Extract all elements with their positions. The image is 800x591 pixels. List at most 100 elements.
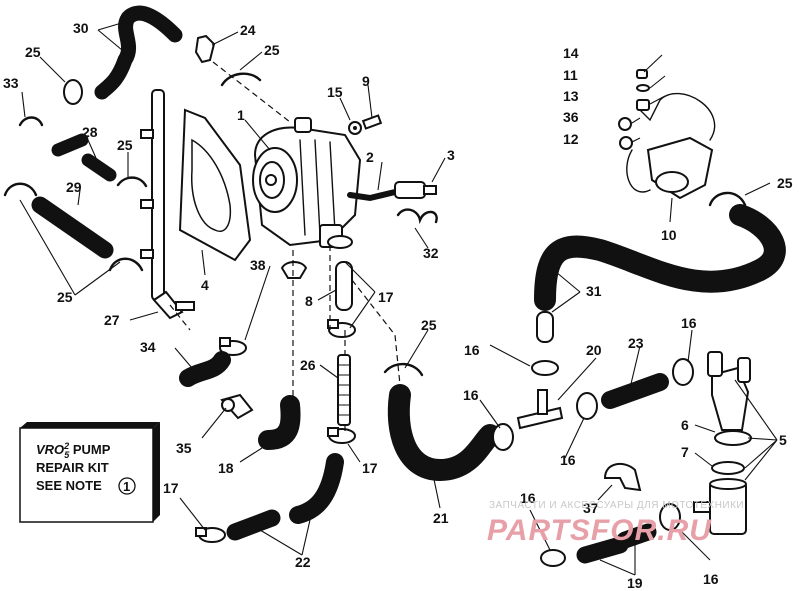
electric-pump-10 bbox=[626, 92, 716, 200]
callout-37: 37 bbox=[583, 500, 599, 516]
washer-11 bbox=[636, 84, 650, 92]
callout-30: 30 bbox=[73, 20, 89, 36]
callout-18: 18 bbox=[218, 460, 234, 476]
clamp-38 bbox=[280, 261, 308, 279]
callout-1: 1 bbox=[237, 107, 245, 123]
callout-20: 20 bbox=[586, 342, 602, 358]
hose-21 bbox=[387, 384, 501, 482]
hose-29 bbox=[31, 196, 114, 259]
callout-29: 29 bbox=[66, 179, 82, 195]
callout-16-e: 16 bbox=[703, 571, 719, 587]
callout-21: 21 bbox=[433, 510, 449, 526]
check-valve-35 bbox=[220, 393, 254, 420]
callout-25-right: 25 bbox=[777, 175, 793, 191]
callout-36: 36 bbox=[563, 109, 579, 125]
clamp-16-c bbox=[576, 392, 598, 420]
clamp-25-center bbox=[383, 362, 424, 377]
callout-17-mid: 17 bbox=[378, 289, 394, 305]
hose-28 bbox=[51, 133, 117, 182]
callout-6: 6 bbox=[681, 417, 689, 433]
callout-15: 15 bbox=[327, 84, 343, 100]
callout-8: 8 bbox=[305, 293, 313, 309]
callout-3: 3 bbox=[447, 147, 455, 163]
hose-23 bbox=[601, 373, 669, 409]
clamp-17-upper bbox=[327, 235, 353, 249]
note-box-side bbox=[153, 422, 160, 522]
fuel-pump-1 bbox=[252, 117, 362, 248]
clamp-17-mid bbox=[327, 319, 356, 338]
callout-11: 11 bbox=[563, 67, 578, 83]
note-line2: REPAIR KIT bbox=[36, 460, 109, 475]
tee-fitting-20 bbox=[516, 389, 564, 430]
callout-19: 19 bbox=[627, 575, 643, 591]
note-line1-suffix: PUMP bbox=[69, 442, 111, 457]
nut-13 bbox=[636, 99, 650, 111]
note-line3: SEE NOTE bbox=[36, 478, 102, 493]
watermark-brand: PARTSFOR.RU bbox=[487, 514, 712, 547]
bracket-4 bbox=[178, 108, 252, 262]
callout-35: 35 bbox=[176, 440, 192, 456]
callout-labels: 30 24 25 25 33 28 25 29 25 27 4 1 15 9 2… bbox=[3, 20, 793, 591]
clamp-33 bbox=[18, 116, 44, 127]
callout-31: 31 bbox=[586, 283, 602, 299]
callout-17-bottom-left: 17 bbox=[163, 480, 179, 496]
clamp-25-top-left bbox=[63, 79, 83, 105]
note-line1-sup: 2 bbox=[63, 441, 69, 451]
callout-27: 27 bbox=[104, 312, 120, 328]
note-number: 1 bbox=[123, 479, 130, 494]
callout-25-top-left: 25 bbox=[25, 44, 41, 60]
callout-25-center: 25 bbox=[421, 317, 437, 333]
callout-22: 22 bbox=[295, 554, 311, 570]
hose-19 bbox=[576, 523, 657, 564]
callout-2: 2 bbox=[366, 149, 374, 165]
callout-26: 26 bbox=[300, 357, 316, 373]
callout-16-a: 16 bbox=[464, 342, 480, 358]
fitting-2 bbox=[347, 189, 398, 202]
callout-16-d: 16 bbox=[681, 315, 697, 331]
callout-34: 34 bbox=[140, 339, 156, 355]
hose-22 bbox=[226, 453, 344, 541]
terminal-12 bbox=[619, 136, 633, 150]
callout-16-b: 16 bbox=[463, 387, 479, 403]
clamp-near-34 bbox=[219, 337, 247, 356]
callout-25-mid-left: 25 bbox=[117, 137, 133, 153]
clip-32 bbox=[396, 208, 438, 225]
callout-16-c: 16 bbox=[560, 452, 576, 468]
washer-15 bbox=[348, 121, 362, 135]
elbow-34 bbox=[179, 351, 231, 387]
connector-3 bbox=[394, 181, 437, 199]
callout-10: 10 bbox=[661, 227, 677, 243]
callout-28: 28 bbox=[82, 124, 98, 140]
callout-17-lower: 17 bbox=[362, 460, 378, 476]
fuel-manifold-27 bbox=[140, 89, 195, 320]
clamp-25-mid-left bbox=[116, 176, 148, 188]
callout-25-top-center: 25 bbox=[264, 42, 280, 58]
leader-lines bbox=[19, 21, 778, 576]
callout-32: 32 bbox=[423, 245, 439, 261]
fuel-filter-5 bbox=[693, 351, 752, 535]
watermark: ЗАПЧАСТИ И АКСЕССУАРЫ ДЛЯ МОТОТЕХНИКИ PA… bbox=[487, 500, 744, 547]
hose-8 bbox=[335, 261, 353, 311]
clip-37 bbox=[603, 462, 642, 492]
callout-5: 5 bbox=[779, 432, 787, 448]
clamp-16-d bbox=[672, 358, 694, 386]
hose-18 bbox=[258, 395, 301, 450]
note-line1-prefix: VRO bbox=[36, 442, 64, 457]
callout-12: 12 bbox=[563, 131, 579, 147]
callout-23: 23 bbox=[628, 335, 644, 351]
callout-9: 9 bbox=[362, 73, 370, 89]
clamp-16-b bbox=[492, 423, 514, 451]
clamp-25-left-a bbox=[3, 182, 38, 197]
callout-4: 4 bbox=[201, 277, 209, 293]
watermark-tagline: ЗАПЧАСТИ И АКСЕССУАРЫ ДЛЯ МОТОТЕХНИКИ bbox=[489, 500, 744, 511]
clip-24 bbox=[194, 34, 216, 64]
assembly-lines bbox=[169, 61, 401, 432]
clamp-16-f bbox=[540, 549, 566, 567]
note-box-face bbox=[19, 427, 154, 523]
callout-7: 7 bbox=[681, 444, 689, 460]
clamp-17-lower bbox=[327, 427, 356, 444]
nut-36 bbox=[618, 117, 632, 131]
